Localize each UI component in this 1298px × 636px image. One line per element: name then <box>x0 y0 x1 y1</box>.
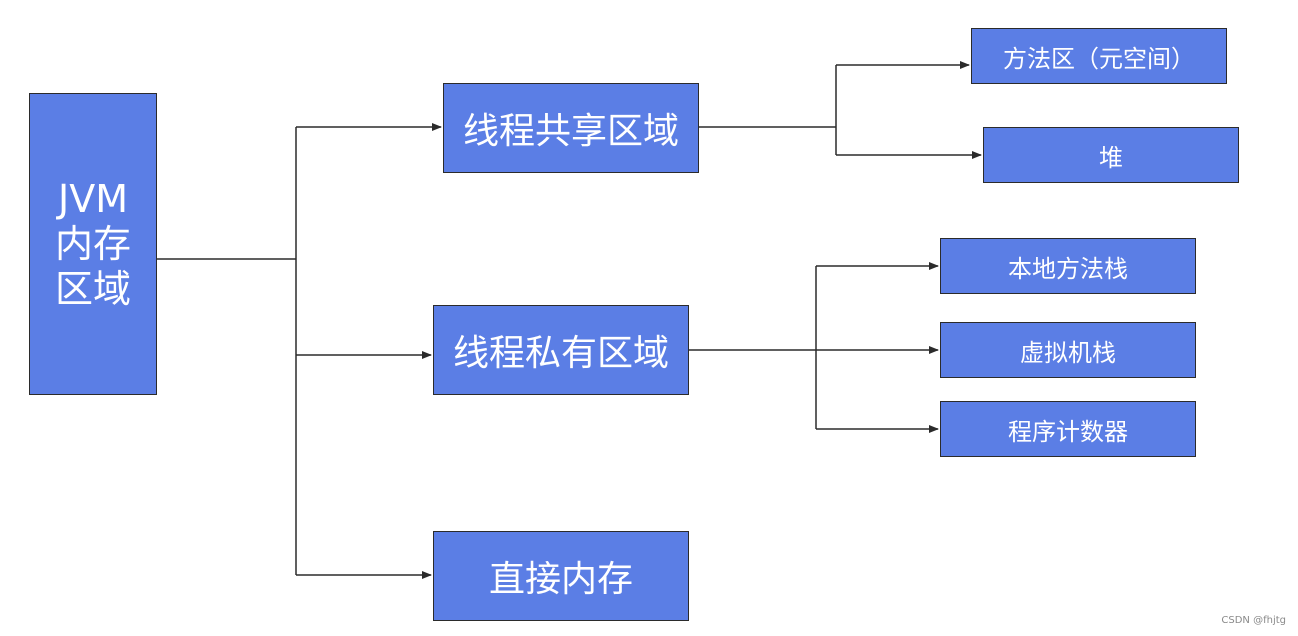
thread-shared-area-node: 线程共享区域 <box>443 83 699 173</box>
jvm-memory-area-node: JVM 内存 区域 <box>29 93 157 395</box>
root-line-2: 内存 <box>54 221 131 266</box>
thread-private-area-label: 线程私有区域 <box>452 333 669 374</box>
thread-shared-area-label: 线程共享区域 <box>462 111 679 152</box>
root-line-1: JVM <box>58 176 128 221</box>
root-line-3: 区域 <box>54 266 131 311</box>
heap-label: 堆 <box>1099 143 1123 172</box>
native-method-stack-label: 本地方法栈 <box>1008 254 1128 283</box>
watermark: CSDN @fhjtg <box>1221 615 1286 626</box>
native-method-stack-node: 本地方法栈 <box>940 238 1196 294</box>
direct-memory-label: 直接内存 <box>488 559 633 600</box>
method-area-label: 方法区（元空间） <box>1003 44 1195 73</box>
method-area-node: 方法区（元空间） <box>971 28 1227 84</box>
program-counter-label: 程序计数器 <box>1008 417 1128 446</box>
vm-stack-node: 虚拟机栈 <box>940 322 1196 378</box>
thread-private-area-node: 线程私有区域 <box>433 305 689 395</box>
program-counter-node: 程序计数器 <box>940 401 1196 457</box>
vm-stack-label: 虚拟机栈 <box>1020 338 1116 367</box>
heap-node: 堆 <box>983 127 1239 183</box>
direct-memory-node: 直接内存 <box>433 531 689 621</box>
